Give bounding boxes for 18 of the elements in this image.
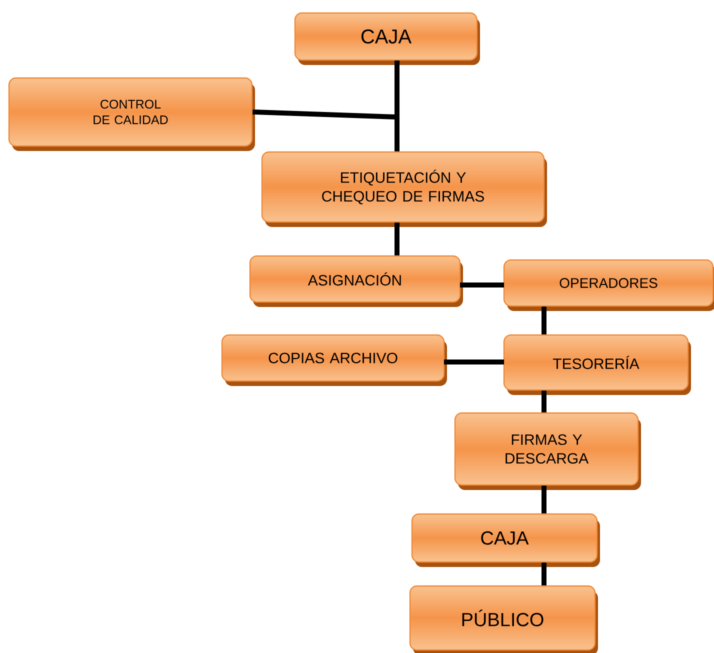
process-box: TESORERÍA (503, 334, 691, 395)
connector-line (394, 60, 400, 152)
process-box: CAJA (411, 513, 600, 567)
connector-line (542, 390, 546, 412)
connector-line (444, 360, 504, 364)
connector-line (542, 562, 546, 586)
process-box: OPERADORES (503, 259, 714, 311)
process-box: FIRMAS Y DESCARGA (454, 412, 641, 490)
process-box: CONTROL DE CALIDAD (8, 77, 255, 151)
process-box: ETIQUETACIÓN Y CHEQUEO DE FIRMAS (261, 151, 547, 227)
connector-line (394, 222, 400, 256)
process-box: PÚBLICO (409, 585, 598, 653)
connector-line (460, 282, 504, 288)
process-box: COPIAS ARCHIVO (221, 334, 447, 386)
process-box: CAJA (294, 12, 480, 65)
connector-line (542, 486, 546, 514)
connector-line (542, 306, 546, 334)
process-box: ASIGNACIÓN (249, 255, 463, 307)
